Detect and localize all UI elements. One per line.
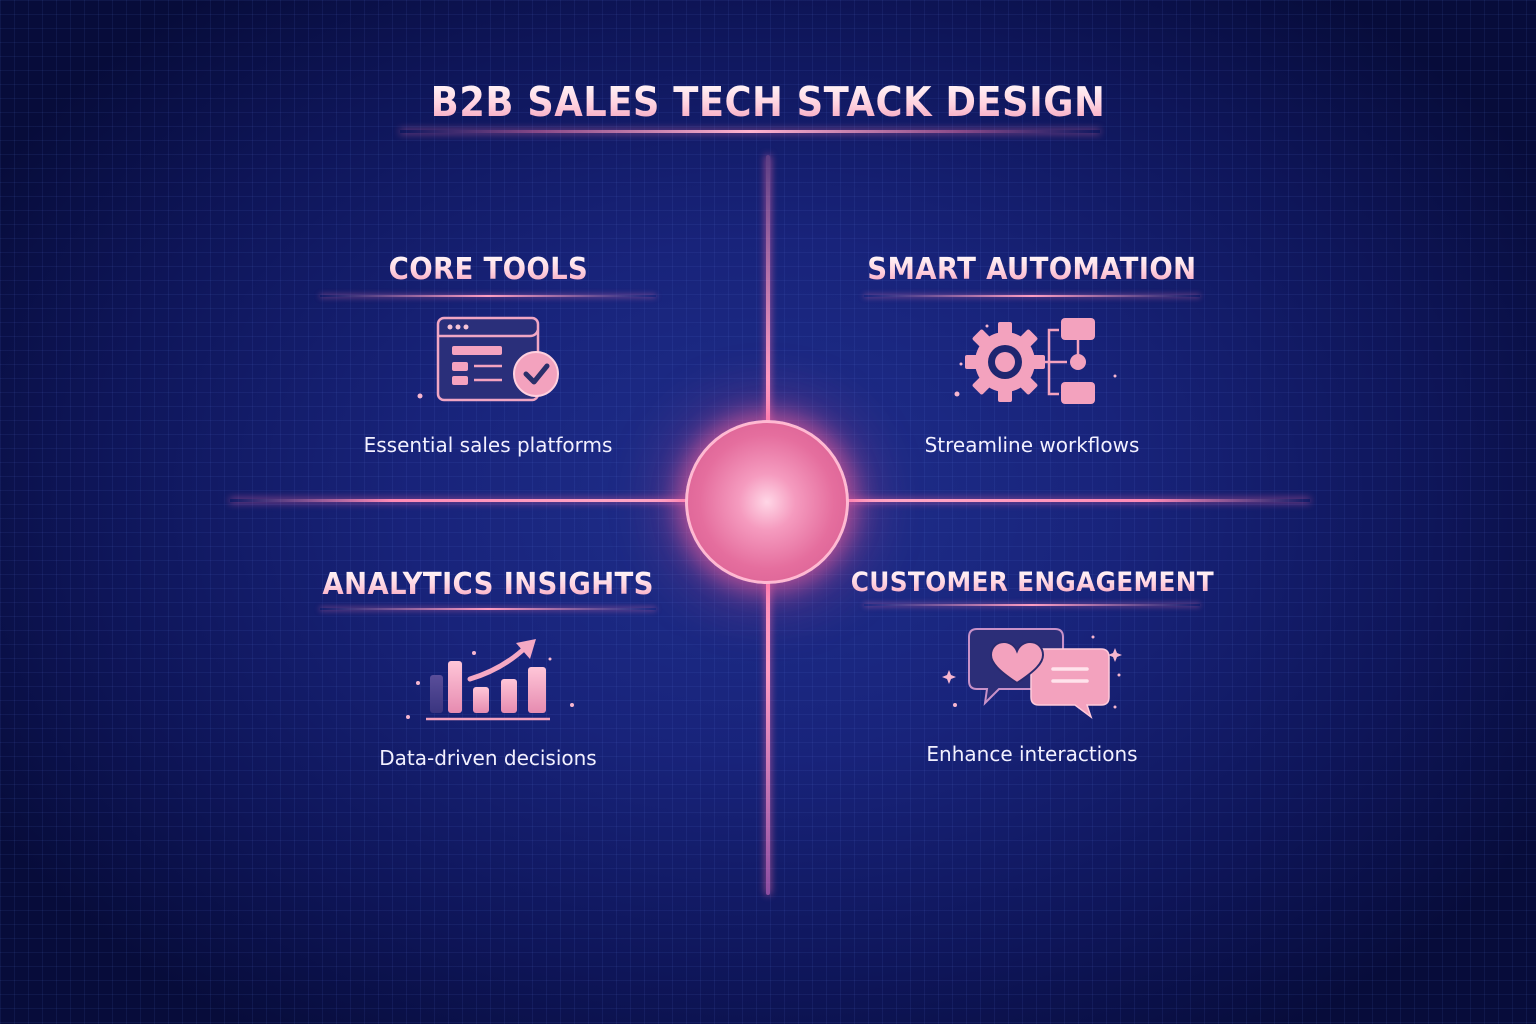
quadrant-title: SMART AUTOMATION bbox=[867, 252, 1197, 287]
quadrant-analytics-insights: ANALYTICS INSIGHTS Data-driven decisions bbox=[278, 567, 698, 770]
quadrant-core-tools: CORE TOOLS Essential sales platforms bbox=[278, 252, 698, 457]
bar-chart-growth-icon bbox=[278, 624, 698, 734]
chat-heart-icon bbox=[822, 620, 1242, 730]
quadrant-smart-automation: SMART AUTOMATION bbox=[822, 252, 1242, 457]
page-title: B2B SALES TECH STACK DESIGN bbox=[77, 78, 1459, 126]
dashboard-checkmark-icon bbox=[278, 311, 698, 421]
quadrant-title: CORE TOOLS bbox=[388, 252, 588, 287]
quadrant-title: CUSTOMER ENGAGEMENT bbox=[850, 567, 1214, 598]
quadrant-description: Streamline workflows bbox=[924, 433, 1140, 457]
gear-workflow-icon bbox=[822, 311, 1242, 421]
quadrant-description: Data-driven decisions bbox=[379, 746, 597, 770]
quadrant-customer-engagement: CUSTOMER ENGAGEMENT Enhance interactions bbox=[822, 567, 1242, 766]
title-underline bbox=[400, 130, 1100, 133]
quadrant-title: ANALYTICS INSIGHTS bbox=[322, 567, 654, 602]
quadrant-divider bbox=[864, 604, 1200, 606]
quadrant-description: Essential sales platforms bbox=[363, 433, 613, 457]
center-orb bbox=[685, 420, 849, 584]
quadrant-description: Enhance interactions bbox=[926, 742, 1138, 766]
quadrant-divider bbox=[320, 608, 656, 610]
quadrant-divider bbox=[864, 295, 1200, 297]
quadrant-divider bbox=[320, 295, 656, 297]
